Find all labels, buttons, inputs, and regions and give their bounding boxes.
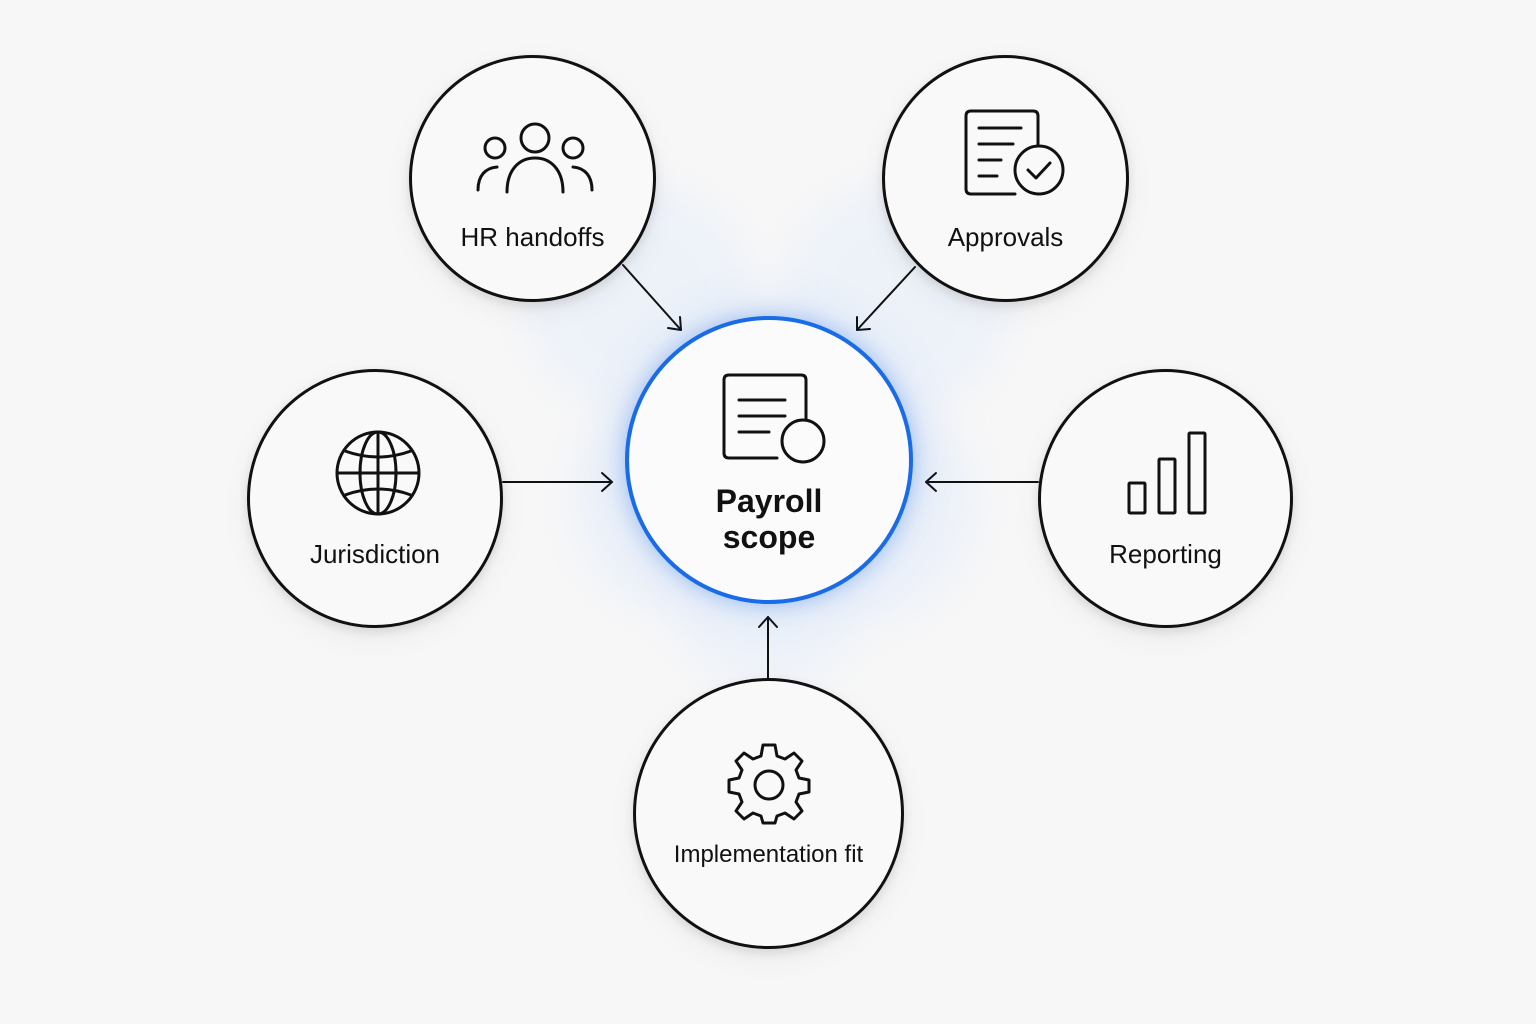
arrow-jurisdiction: [502, 472, 613, 492]
node-payroll-scope: Payroll scope: [625, 316, 913, 604]
bar-chart-icon: [1127, 431, 1207, 515]
arrow-hr-handoffs: [622, 264, 682, 331]
node-approvals-label: Approvals: [947, 222, 1064, 252]
arrow-approvals: [856, 266, 916, 331]
people-icon: [476, 122, 594, 194]
node-jurisdiction: Jurisdiction: [247, 369, 503, 628]
node-reporting: Reporting: [1038, 369, 1293, 628]
globe-icon: [335, 430, 421, 516]
node-reporting-label: Reporting: [1109, 539, 1222, 569]
node-implementation-fit-label: Implementation fit: [673, 841, 864, 868]
node-hr-handoffs: HR handoffs: [409, 55, 656, 302]
node-payroll-scope-label: Payroll scope: [715, 483, 823, 555]
node-hr-handoffs-label: HR handoffs: [460, 222, 605, 252]
document-gear-icon: [722, 373, 826, 464]
arrow-reporting: [925, 472, 1039, 492]
arrow-implementation-fit: [758, 616, 778, 679]
node-approvals: Approvals: [882, 55, 1129, 302]
document-check-icon: [964, 109, 1065, 196]
gear-icon: [727, 743, 811, 825]
node-jurisdiction-label: Jurisdiction: [309, 539, 441, 569]
node-implementation-fit: Implementation fit: [633, 678, 904, 949]
